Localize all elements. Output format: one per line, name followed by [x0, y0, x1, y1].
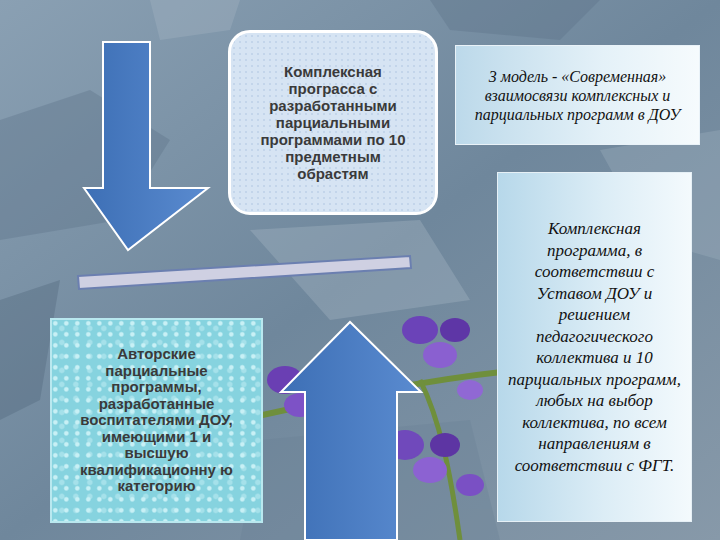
text-holder: Комплексная програсса с разработанными п…	[258, 63, 408, 182]
box-text: Комплексная програсса с разработанными п…	[258, 63, 408, 182]
text-holder: 3 модель - «Современная» взаимосвязи ком…	[462, 67, 694, 124]
text-holder: Комплексная программа, в соответствии с …	[506, 218, 684, 476]
down-arrow	[84, 42, 208, 250]
program-box: Комплексная програсса с разработанными п…	[228, 30, 438, 215]
lupine-flower	[240, 316, 520, 540]
text-holder: Авторские парциальные программы, разрабо…	[76, 346, 238, 495]
box-text: Комплексная программа, в соответствии с …	[506, 218, 684, 476]
up-arrow	[281, 322, 421, 540]
description-box: Комплексная программа, в соответствии с …	[497, 172, 692, 522]
author-programs-box: Авторские парциальные программы, разрабо…	[50, 318, 263, 523]
box-text: 3 модель - «Современная» взаимосвязи ком…	[462, 67, 694, 124]
box-text: Авторские парциальные программы, разрабо…	[76, 346, 238, 495]
title-box: 3 модель - «Современная» взаимосвязи ком…	[455, 45, 700, 145]
balance-bar	[78, 256, 411, 289]
